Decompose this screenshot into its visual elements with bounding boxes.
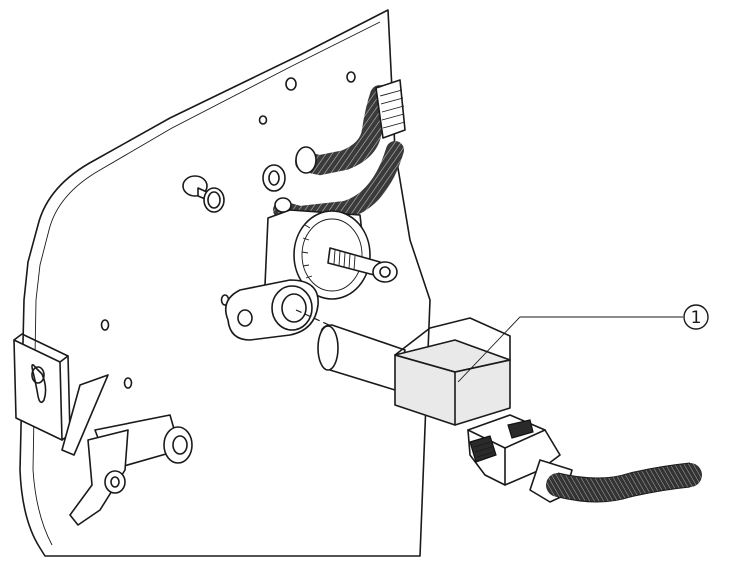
keyhole-bracket: [13, 333, 71, 441]
rj-plug: [467, 414, 573, 503]
upper-hoses: [262, 79, 406, 225]
output-cable: [546, 462, 702, 503]
standoff-pin: [182, 175, 225, 213]
receptacle-housing: [264, 197, 398, 301]
flange-socket: [224, 279, 319, 341]
connector-boot: [394, 317, 511, 426]
callout-1-circle: [683, 304, 709, 330]
callout-1-label: 1: [691, 308, 702, 328]
callout-1: 1: [457, 304, 709, 383]
lever-mechanism: [61, 374, 193, 526]
mounting-panel: [19, 9, 431, 557]
